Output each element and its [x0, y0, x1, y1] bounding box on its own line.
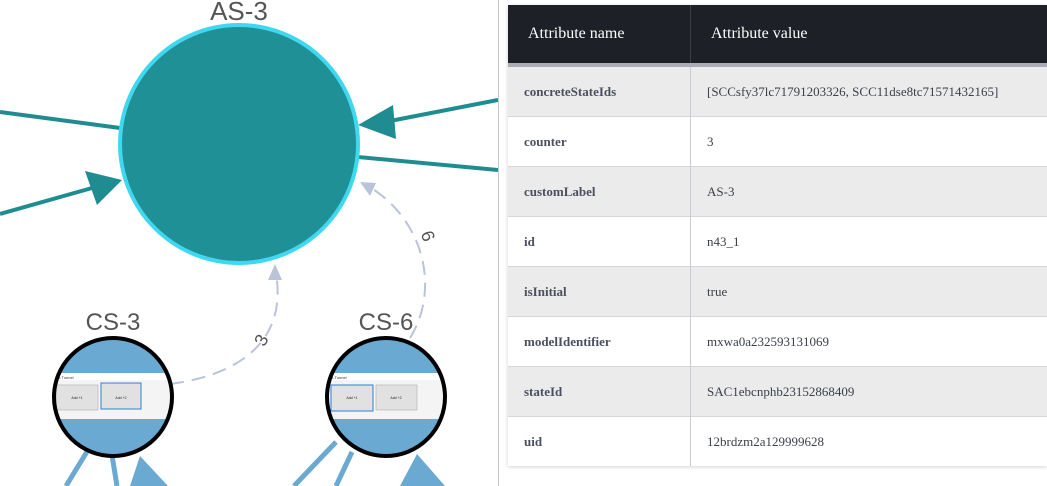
attribute-value-cell: 12brdzm2a129999628 — [690, 416, 1047, 466]
edge-incoming-left-bottom[interactable] — [0, 171, 122, 216]
edge-outgoing-right[interactable] — [357, 155, 498, 172]
edge-incoming-right[interactable] — [358, 98, 498, 139]
panel-divider — [498, 0, 499, 486]
attribute-name-cell: uid — [508, 416, 691, 466]
concrete-state-node-cs3[interactable]: CS-3 Tk Tunnel Add +1 Add +2 — [50, 309, 176, 458]
table-row: modelIdentifier mxwa0a232593131069 — [508, 316, 1047, 367]
thumb-button-label: Add +2 — [115, 396, 126, 400]
attribute-name-cell: concreteStateIds — [508, 64, 691, 117]
node-label-as3: AS-3 — [210, 0, 268, 26]
dashed-edge-cs6-to-as3[interactable] — [360, 182, 427, 339]
screenshot-thumbnail: Tk Tunnel Add +1 Add +2 — [327, 373, 445, 419]
node-label-cs6: CS-6 — [359, 309, 414, 336]
dashed-edge-cs3-to-as3[interactable] — [169, 264, 282, 385]
table-row: concreteStateIds [SCCsfy37lc71791203326,… — [508, 64, 1047, 117]
table-header-row: Attribute name Attribute value — [508, 5, 1047, 67]
attribute-name-cell: stateId — [508, 366, 691, 417]
attribute-value-cell: mxwa0a232593131069 — [690, 316, 1047, 367]
attribute-value-cell: n43_1 — [690, 216, 1047, 267]
concrete-state-node-cs6[interactable]: CS-6 Tk Tunnel Add +1 Add +2 — [323, 309, 449, 458]
screenshot-thumbnail: Tk Tunnel Add +1 Add +2 — [54, 373, 172, 419]
arrowhead — [85, 171, 122, 205]
state-graph-canvas[interactable]: 3 6 AS-3 CS-3 Tk Tunnel Add +1 Add +2 CS… — [0, 0, 498, 486]
arrowhead — [360, 182, 376, 196]
attribute-value-cell: [SCCsfy37lc71791203326, SCC11dse8tc71571… — [690, 64, 1047, 117]
attribute-name-cell: modelIdentifier — [508, 316, 691, 367]
node-label-cs3: CS-3 — [86, 309, 141, 336]
attribute-value-cell: SAC1ebcnphb23152868409 — [690, 366, 1047, 417]
table-row: customLabel AS-3 — [508, 166, 1047, 217]
thumb-button-label: Add +1 — [71, 396, 82, 400]
table-row: counter 3 — [508, 116, 1047, 167]
edges-below-cs3[interactable] — [63, 448, 168, 486]
header-attribute-value: Attribute value — [690, 5, 1047, 67]
table-row: isInitial true — [508, 266, 1047, 317]
arrowhead — [268, 264, 282, 280]
attribute-value-cell: AS-3 — [690, 166, 1047, 217]
arrowhead — [400, 454, 445, 486]
window-title: Tk Tunnel — [329, 375, 347, 380]
edge-incoming-left-top[interactable] — [0, 110, 121, 130]
table-row: uid 12brdzm2a129999628 — [508, 416, 1047, 466]
arrowhead — [358, 105, 396, 139]
attribute-name-cell: customLabel — [508, 166, 691, 217]
attribute-table: Attribute name Attribute value concreteS… — [508, 5, 1047, 466]
abstract-state-node-as3[interactable]: AS-3 — [118, 0, 360, 265]
table-row: stateId SAC1ebcnphb23152868409 — [508, 366, 1047, 417]
edge-label-6: 6 — [417, 228, 439, 244]
attribute-name-cell: id — [508, 216, 691, 267]
window-title: Tk Tunnel — [56, 375, 74, 380]
attribute-panel: Attribute name Attribute value concreteS… — [508, 5, 1047, 466]
edges-below-cs6[interactable] — [292, 440, 445, 486]
attribute-name-cell: isInitial — [508, 266, 691, 317]
table-row: id n43_1 — [508, 216, 1047, 267]
thumb-button-label: Add +2 — [390, 396, 401, 400]
attribute-name-cell: counter — [508, 116, 691, 167]
arrowhead — [130, 456, 168, 486]
header-attribute-name: Attribute name — [508, 5, 691, 67]
edge-label-3: 3 — [250, 331, 272, 349]
attribute-value-cell: 3 — [690, 116, 1047, 167]
attribute-value-cell: true — [690, 266, 1047, 317]
thumb-button-label: Add +1 — [346, 396, 357, 400]
